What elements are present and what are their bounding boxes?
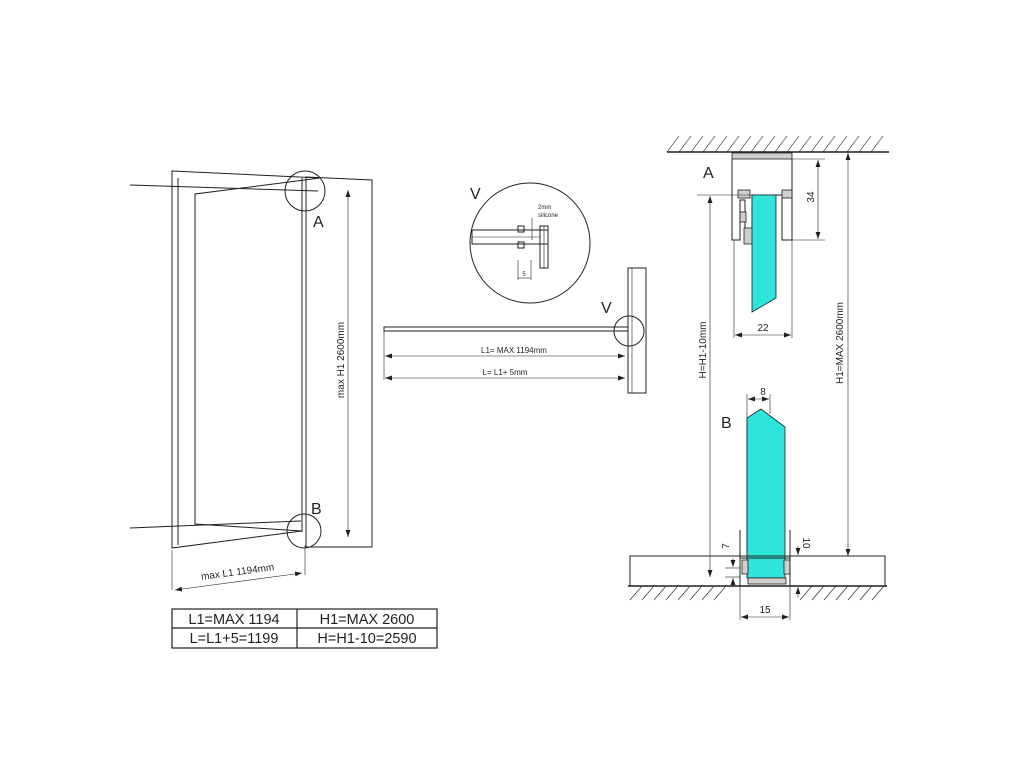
l-dimension-label: L= L1+ 5mm <box>483 368 528 377</box>
detail-label-a: A <box>313 214 324 231</box>
ceiling-hatch <box>666 135 884 153</box>
dim15-label: 15 <box>759 605 771 616</box>
spec-cell-l1: L1=MAX 1194 <box>188 612 279 628</box>
inset-gap-label: 2mm <box>538 205 551 211</box>
top-profile <box>731 152 793 245</box>
top-profile-gasket <box>739 211 747 223</box>
wall-top-line <box>129 184 319 192</box>
bottom-profile-base <box>747 577 787 585</box>
section-detail-label-a: A <box>703 165 714 182</box>
top-profile-clip-left <box>737 189 751 199</box>
spec-table: L1=MAX 1194 H1=MAX 2600 L=L1+5=1199 H=H1… <box>171 608 438 649</box>
width-dimension-line <box>174 571 303 592</box>
l1-dimension-label: L1= MAX 1194mm <box>481 346 547 355</box>
height-dimension-label: max H1 2600mm <box>336 322 347 398</box>
inset-clip-bottom <box>517 241 525 249</box>
bottom-profile <box>739 530 791 587</box>
top-view-glass <box>383 326 629 332</box>
detail-v-inset-label: V <box>470 186 481 203</box>
h-dimension-label: H=H1-10mm <box>698 322 709 379</box>
bottom-profile-clip-left <box>741 559 749 575</box>
section-detail-label-b: B <box>721 415 732 432</box>
top-profile-cap <box>731 152 793 160</box>
inset-clip-top <box>517 225 525 233</box>
width-dimension-label: max L1 1194mm <box>200 562 275 583</box>
dim10-label: 10 <box>800 537 811 549</box>
inset-dim-label: 5 <box>522 272 526 278</box>
door-perspective-view: A B max H1 2600mm max L1 1194mm <box>129 170 373 592</box>
dim7-label: 7 <box>721 543 732 549</box>
top-glass-section <box>751 194 777 313</box>
top-profile-clip-right <box>781 189 793 199</box>
h1-dimension-label: H1=MAX 2600mm <box>835 302 846 384</box>
glass-panel <box>305 176 373 548</box>
detail-circle-v <box>613 315 645 347</box>
detail-circle-b <box>286 513 322 549</box>
dim22-label: 22 <box>757 323 769 334</box>
section-view: A 34 22 H=H1-10mm H1=MAX 2600mm B 8 <box>628 135 889 620</box>
detail-circle-a <box>284 170 326 212</box>
spec-cell-l: L=L1+5=1199 <box>190 631 279 647</box>
dim34-label: 34 <box>806 191 817 203</box>
floor-hatch <box>629 585 885 601</box>
spec-cell-h1: H1=MAX 2600 <box>320 612 415 628</box>
detail-label-b: B <box>311 501 322 518</box>
door-outline <box>171 170 321 549</box>
detail-label-v: V <box>601 300 612 317</box>
dim8-label: 8 <box>760 387 766 398</box>
bottom-glass-section <box>746 408 786 579</box>
detail-v-inset-profile: 2mm silicone 5 <box>471 205 559 280</box>
top-view-wall <box>627 267 647 394</box>
inset-material-label: silicone <box>538 213 559 219</box>
spec-cell-h: H=H1-10=2590 <box>317 631 416 647</box>
wall-bottom-line <box>129 520 302 529</box>
bottom-profile-clip-right <box>783 559 791 575</box>
top-view: V L1= MAX 1194mm L= L1+ 5mm V 2mm silico… <box>383 182 647 394</box>
detail-v-inset-circle <box>469 182 591 304</box>
